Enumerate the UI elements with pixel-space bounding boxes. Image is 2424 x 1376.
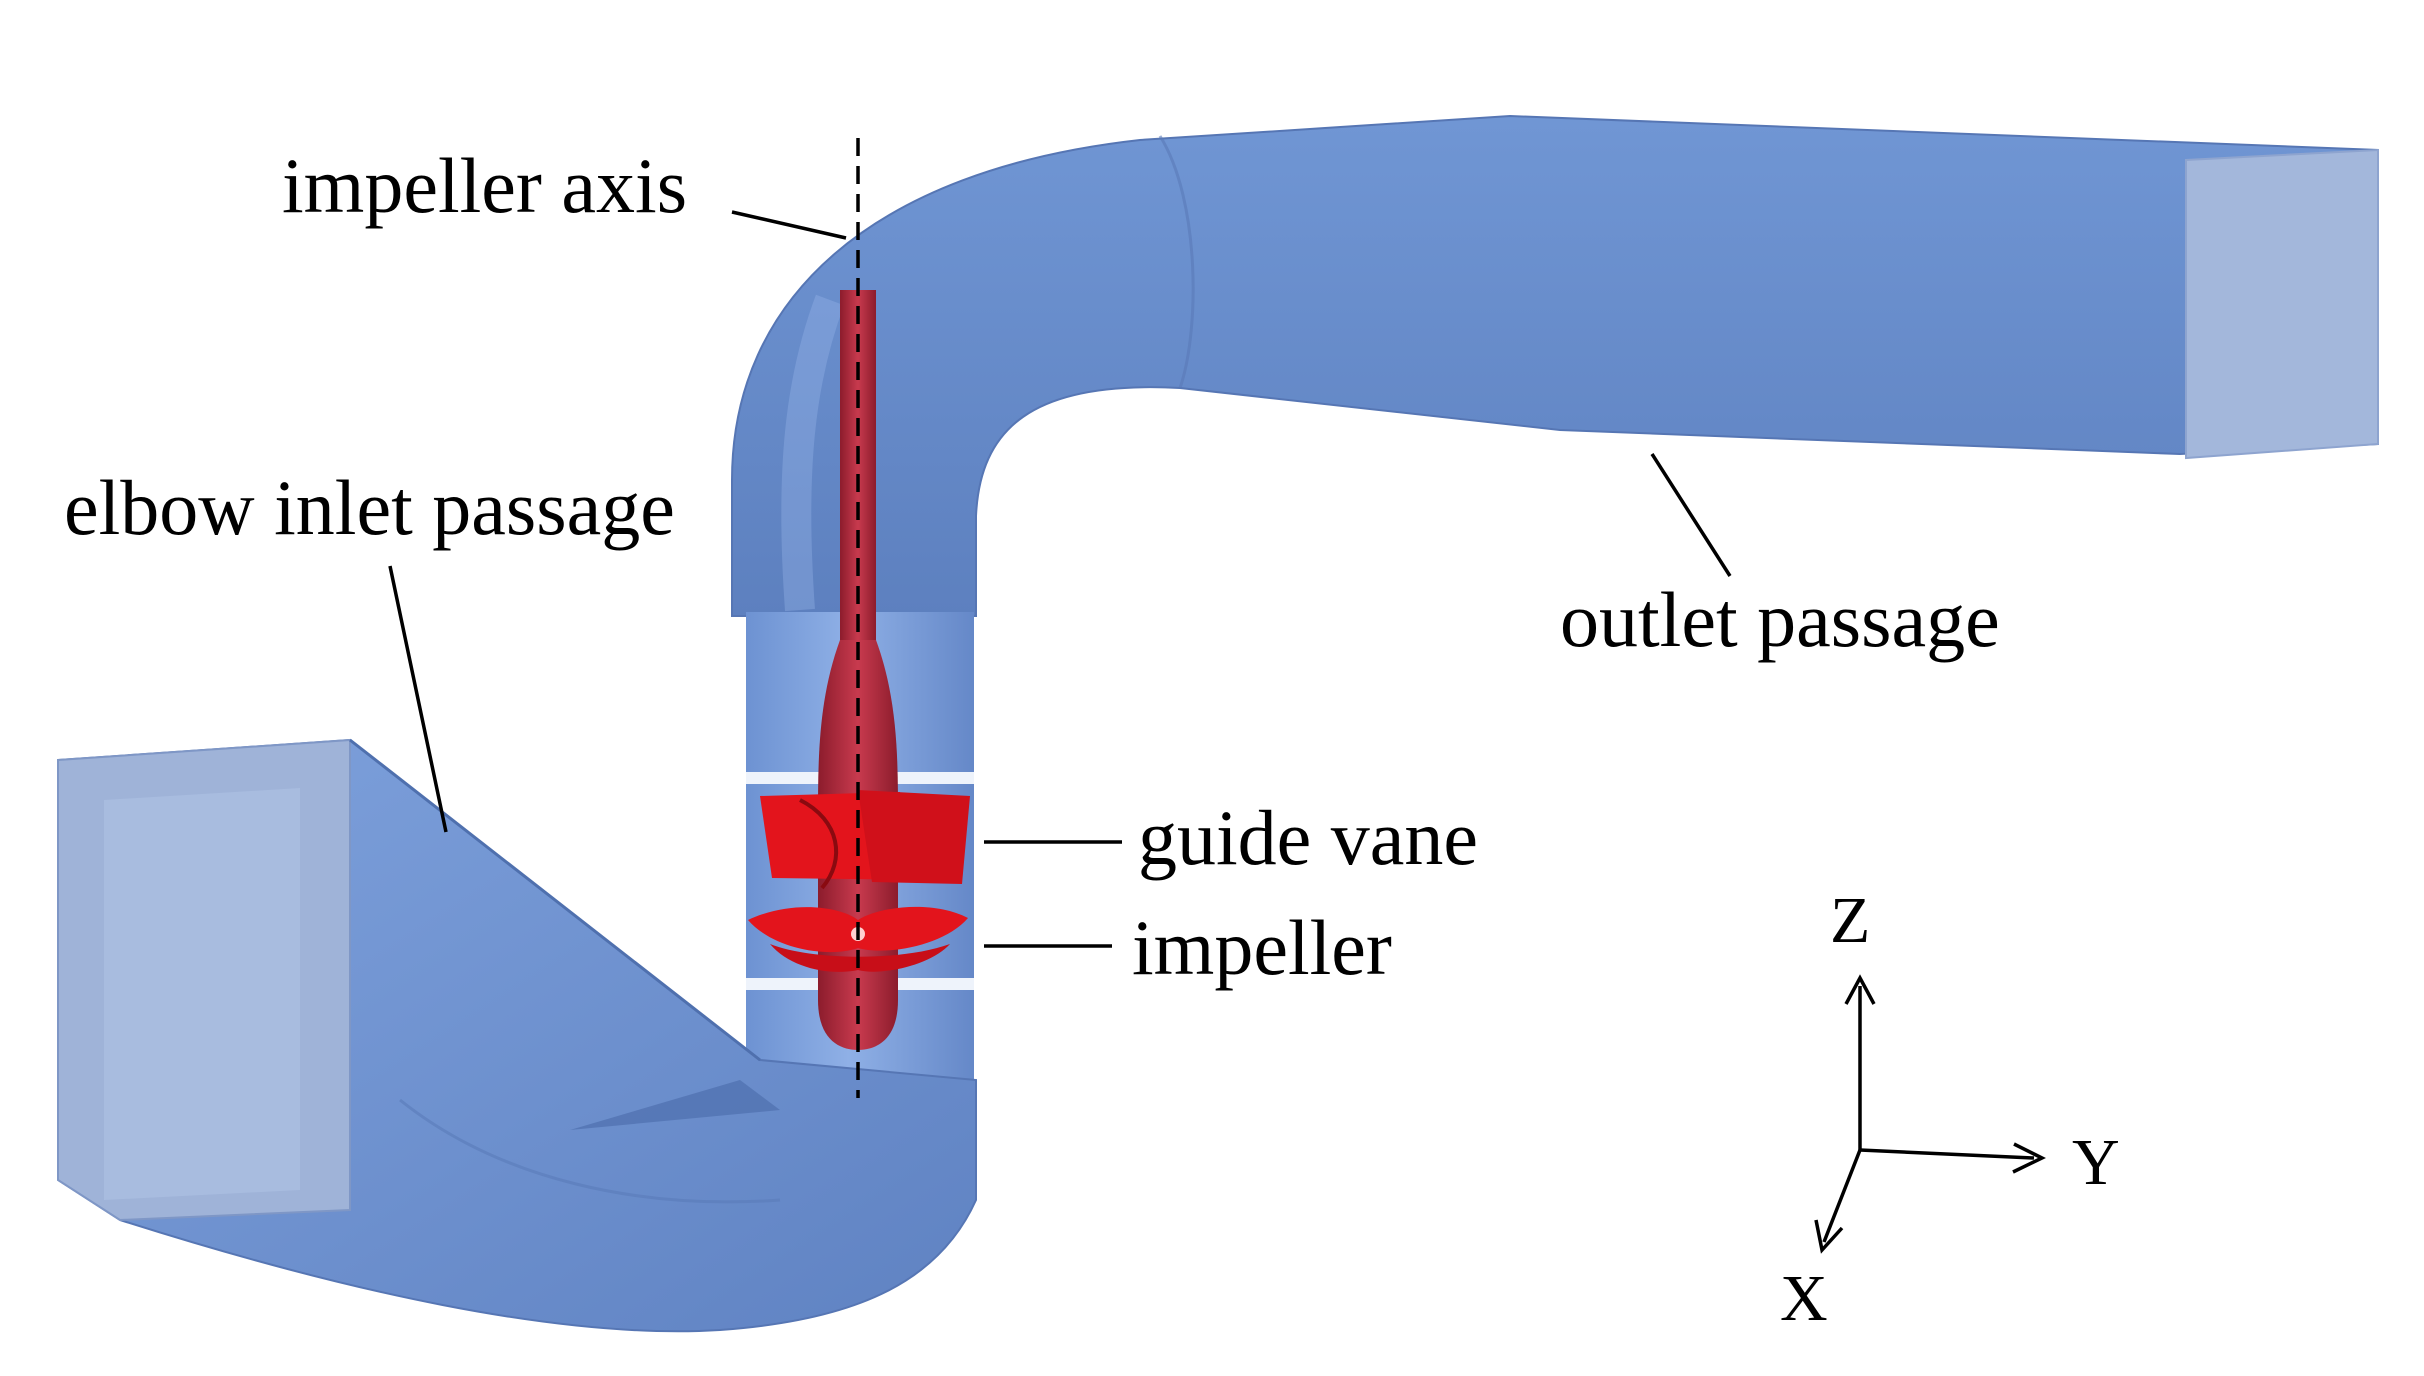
elbow-inlet-passage-leader [388, 565, 448, 833]
coordinate-axes [1814, 974, 2046, 1254]
impeller-axis-leader [731, 210, 847, 240]
outlet-passage-leader [1650, 453, 1732, 577]
guide-vane-label: guide vane [1138, 794, 1478, 881]
elbow-inlet-passage-label: elbow inlet passage [64, 464, 675, 551]
z-axis-label: Z [1830, 884, 1870, 957]
impeller-axis-label: impeller axis [282, 142, 687, 229]
guide-vane-blades [760, 790, 970, 890]
impeller-label: impeller [1132, 904, 1392, 991]
elbow-inlet-passage-body [57, 738, 977, 1333]
y-axis-label: Y [2072, 1126, 2120, 1199]
x-axis-label: X [1780, 1262, 1828, 1335]
outlet-passage-label: outlet passage [1560, 576, 2000, 663]
outlet-passage-body [731, 114, 2379, 617]
